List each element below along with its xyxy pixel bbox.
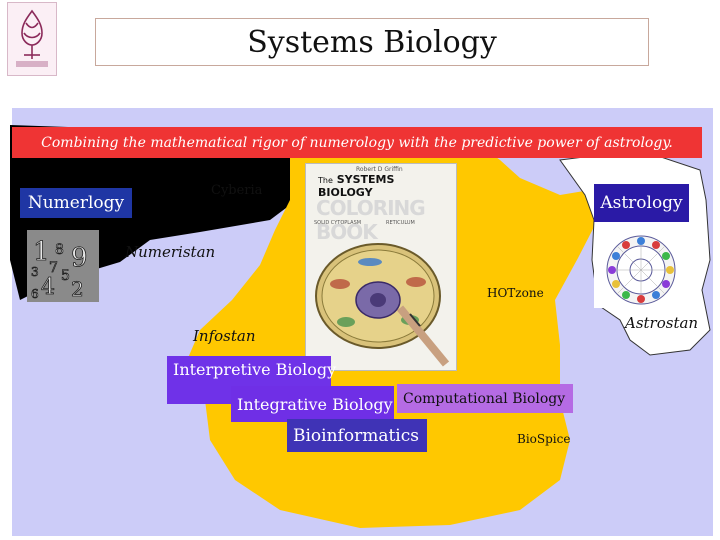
svg-text:8: 8: [55, 242, 64, 258]
banner: Combining the mathematical rigor of nume…: [12, 127, 702, 158]
cell-diagram-icon: SOLID CYTOPLASM RETICULUM: [314, 220, 450, 367]
numerology-digits-icon: 1 8 9 7 3 5 4 2 6: [27, 230, 99, 302]
svg-text:SOLID CYTOPLASM: SOLID CYTOPLASM: [314, 220, 361, 226]
computational-biology-box: Computational Biology: [397, 384, 573, 413]
svg-text:3: 3: [31, 265, 39, 279]
biospice-label: BioSpice: [517, 432, 571, 446]
book-author: Robert D Griffin: [356, 166, 403, 173]
astrology-box: Astrology: [594, 184, 689, 222]
book-title: The SYSTEMS BIOLOGY: [318, 174, 394, 199]
svg-text:5: 5: [61, 268, 70, 284]
bioinformatics-box: Bioinformatics: [287, 419, 427, 452]
svg-text:6: 6: [31, 287, 39, 301]
svg-text:9: 9: [71, 243, 88, 273]
svg-text:7: 7: [49, 260, 58, 276]
numerlogy-box: Numerlogy: [20, 188, 132, 218]
astrostan-label: Astrostan: [625, 314, 699, 332]
svg-text:2: 2: [71, 277, 84, 301]
numeristan-label: Numeristan: [125, 243, 216, 261]
book-the: The: [318, 176, 333, 185]
svg-text:4: 4: [41, 275, 55, 300]
hotzone-label: HOTzone: [487, 286, 544, 300]
cyberia-label: Cyberia: [211, 183, 263, 198]
svg-text:1: 1: [33, 237, 50, 267]
svg-text:RETICULUM: RETICULUM: [386, 220, 415, 226]
book-cover: Robert D Griffin The SYSTEMS BIOLOGY COL…: [305, 163, 457, 371]
infostan-label: Infostan: [193, 327, 256, 345]
book-title-text: SYSTEMS BIOLOGY: [318, 173, 395, 199]
zodiac-wheel-icon: [594, 232, 689, 308]
integrative-biology-box: Integrative Biology: [231, 386, 394, 422]
page-title: Systems Biology: [95, 18, 649, 66]
book-subtitle: COLORING BOOK: [316, 196, 426, 244]
logo: [7, 2, 57, 76]
